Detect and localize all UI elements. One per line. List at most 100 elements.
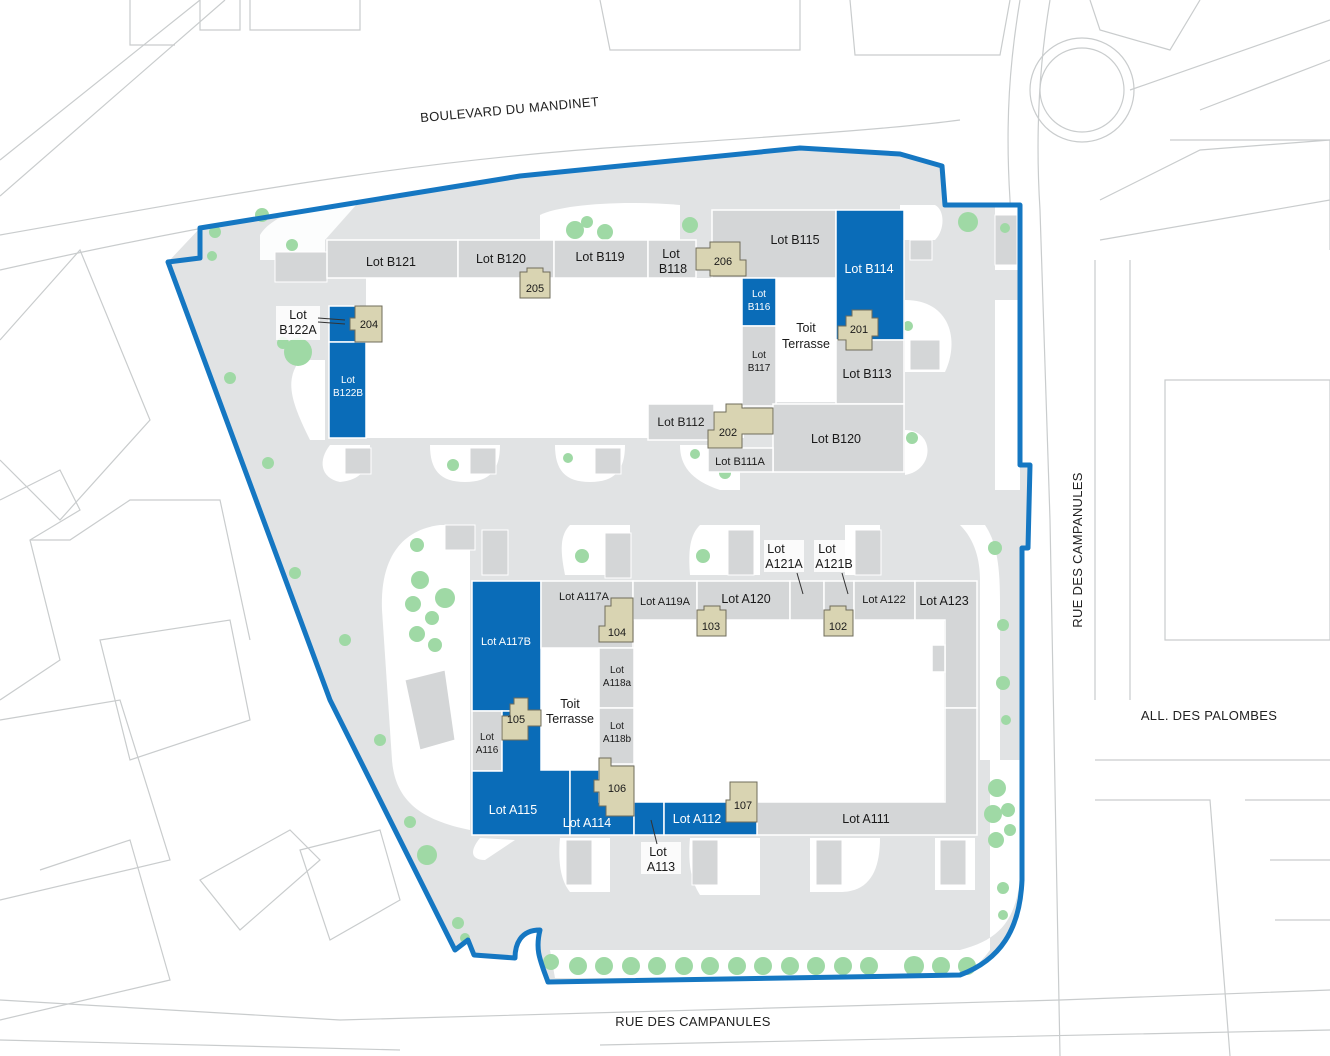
tree bbox=[405, 596, 421, 612]
lot-b116-label-line2: B116 bbox=[748, 302, 771, 313]
tree bbox=[428, 638, 442, 652]
lot-b117-label-line1: Lot bbox=[752, 350, 766, 361]
tree bbox=[417, 845, 437, 865]
tree bbox=[447, 459, 459, 471]
tree bbox=[566, 221, 584, 239]
tree bbox=[575, 549, 589, 563]
lot-b120-bottom[interactable]: Lot B120 bbox=[772, 403, 905, 473]
tree bbox=[997, 882, 1009, 894]
lot-a118a[interactable]: Lot A118a bbox=[598, 647, 635, 709]
lot-b112[interactable]: Lot B112 bbox=[647, 403, 715, 441]
lot-a113-label-line2: A113 bbox=[647, 860, 675, 874]
property-boundary bbox=[165, 145, 1033, 985]
lot-a121b-label-line1: Lot bbox=[818, 542, 836, 556]
tree bbox=[289, 567, 301, 579]
tree bbox=[988, 779, 1006, 797]
terrace-b-label-line1: Toit bbox=[796, 321, 816, 335]
unit-204[interactable]: 204 bbox=[349, 305, 383, 343]
tree bbox=[543, 954, 559, 970]
lot-b121[interactable]: Lot B121 bbox=[326, 239, 459, 279]
unit-105-label: 105 bbox=[507, 714, 525, 726]
callout-line bbox=[317, 317, 346, 321]
lot-b113-label: Lot B113 bbox=[842, 367, 891, 381]
tree bbox=[958, 212, 978, 232]
tree bbox=[595, 957, 613, 975]
tree bbox=[435, 588, 455, 608]
tree bbox=[581, 216, 593, 228]
lot-a116[interactable]: Lot A116 bbox=[471, 710, 503, 772]
unit-103[interactable]: 103 bbox=[696, 605, 727, 637]
street-label-east: RUE DES CAMPANULES bbox=[1070, 472, 1085, 627]
tree bbox=[1001, 715, 1011, 725]
tree bbox=[997, 619, 1009, 631]
lot-a119a[interactable]: Lot A119A bbox=[632, 580, 698, 621]
tree bbox=[807, 957, 825, 975]
unit-201-label: 201 bbox=[850, 324, 868, 336]
lot-a115-label: Lot A115 bbox=[489, 803, 537, 817]
tree bbox=[374, 734, 386, 746]
unit-102[interactable]: 102 bbox=[823, 605, 854, 637]
building-b: Lot B121 Lot B120 Lot B119 Lot B118 Lot … bbox=[276, 209, 905, 473]
lot-b117[interactable]: Lot B117 bbox=[741, 325, 777, 407]
tree bbox=[452, 917, 464, 929]
lot-a117b[interactable]: Lot A117B bbox=[471, 580, 542, 712]
lot-a119a-label: Lot A119A bbox=[640, 596, 691, 608]
unit-103-label: 103 bbox=[702, 621, 720, 633]
tree bbox=[675, 957, 693, 975]
lot-a118b-label-line1: Lot bbox=[610, 721, 624, 732]
street-label-east-side: ALL. DES PALOMBES bbox=[1141, 708, 1277, 723]
tree bbox=[622, 957, 640, 975]
lot-b114-label: Lot B114 bbox=[844, 262, 893, 276]
lot-b122b-label-line1: Lot bbox=[341, 375, 355, 386]
tree bbox=[410, 538, 424, 552]
lot-a121a-label-line1: Lot bbox=[767, 542, 785, 556]
courtyard-a bbox=[634, 620, 944, 802]
tree bbox=[207, 251, 217, 261]
unit-104[interactable]: 104 bbox=[598, 597, 634, 643]
lot-a121a[interactable] bbox=[789, 580, 825, 621]
lot-a118a-label-line2: A118a bbox=[603, 678, 632, 689]
lot-b122a-label-line2: B122A bbox=[279, 323, 317, 337]
lot-a118b[interactable]: Lot A118b bbox=[598, 707, 635, 765]
terrace-b-label-line2: Terrasse bbox=[782, 337, 830, 351]
tree bbox=[1000, 223, 1010, 233]
unit-205[interactable]: 205 bbox=[519, 267, 551, 299]
tree bbox=[262, 457, 274, 469]
unit-206[interactable]: 206 bbox=[695, 241, 747, 277]
tree bbox=[903, 321, 913, 331]
tree bbox=[209, 226, 221, 238]
lot-b116[interactable]: Lot B116 bbox=[741, 277, 777, 327]
lot-a113[interactable] bbox=[633, 801, 665, 836]
tree bbox=[569, 957, 587, 975]
lot-b120-top-label: Lot B120 bbox=[476, 252, 526, 266]
lot-b122b[interactable]: Lot B122B bbox=[328, 341, 367, 439]
lot-a123-wing[interactable] bbox=[931, 644, 946, 673]
unit-201[interactable]: 201 bbox=[837, 309, 879, 351]
lot-b119[interactable]: Lot B119 bbox=[553, 239, 649, 279]
terrace-a-label-line2: Terrasse bbox=[546, 712, 594, 726]
lot-b113[interactable]: Lot B113 bbox=[835, 339, 905, 405]
unit-202[interactable]: 202 bbox=[707, 403, 774, 449]
callout-line bbox=[317, 321, 346, 325]
callout-line bbox=[841, 572, 849, 595]
lot-a122[interactable]: Lot A122 bbox=[853, 580, 916, 621]
tree bbox=[904, 956, 924, 976]
tree bbox=[648, 957, 666, 975]
unit-107[interactable]: 107 bbox=[725, 781, 758, 823]
tree bbox=[728, 957, 746, 975]
unit-105[interactable]: 105 bbox=[501, 697, 542, 741]
lot-a117b-label: Lot A117B bbox=[481, 636, 531, 648]
lot-a122-label: Lot A122 bbox=[862, 594, 905, 606]
street-label-south: RUE DES CAMPANULES bbox=[615, 1014, 770, 1029]
lot-b118[interactable]: Lot B118 bbox=[647, 239, 697, 279]
lot-a116-label-line1: Lot bbox=[480, 732, 494, 743]
tree bbox=[696, 549, 710, 563]
tree bbox=[701, 957, 719, 975]
tree bbox=[988, 541, 1002, 555]
lot-b111a[interactable]: Lot B111A bbox=[707, 447, 774, 473]
tree bbox=[860, 957, 878, 975]
unit-106[interactable]: 106 bbox=[593, 757, 635, 817]
tree bbox=[404, 816, 416, 828]
street-label-north: BOULEVARD DU MANDINET bbox=[420, 94, 600, 125]
